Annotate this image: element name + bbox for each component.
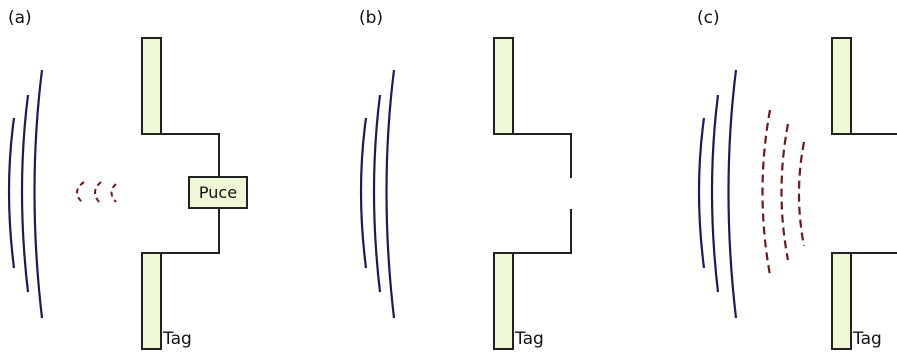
antenna-lower-arm [141,252,162,350]
incident-wave-3 [727,69,738,319]
panel-a [7,37,220,350]
incident-wave-1 [697,117,706,269]
antenna-upper-arm [141,37,162,135]
incident-waves-b [359,69,396,319]
incident-waves-c [697,69,738,319]
tag-antenna-b [493,37,572,350]
incident-wave-2 [20,94,30,293]
antenna-lower-arm [831,252,852,350]
incident-wave-3 [385,69,396,319]
chip-label: Puce [198,183,238,202]
panel-c [697,37,897,350]
chip-puce: Puce [188,176,248,209]
panel-label-c: (c) [697,8,720,28]
incident-wave-2 [372,94,382,293]
panel-label-a: (a) [8,8,32,28]
tag-antenna-a [141,37,220,350]
antenna-lower-arm [493,252,514,350]
lower-feed-line [513,209,572,254]
backscatter-wave-2 [780,123,790,261]
backscatter-wave-1 [76,181,85,205]
antenna-upper-arm [493,37,514,135]
lower-feed-line [161,209,220,254]
tag-label-b: Tag [515,329,544,349]
upper-feed-line [513,133,572,178]
tag-antenna-c [831,37,897,350]
backscatter-waves-a [76,181,117,205]
incident-wave-1 [359,117,368,269]
antenna-upper-arm [831,37,852,135]
panel-label-b: (b) [359,8,384,28]
backscatter-wave-3 [797,141,806,247]
tag-label-c: Tag [853,329,882,349]
incident-wave-2 [710,94,720,293]
upper-feed-line [161,133,220,176]
backscatter-wave-1 [761,109,772,276]
tag-label-a: Tag [163,329,192,349]
backscatter-waves-c [761,109,806,276]
backscatter-wave-3 [110,183,117,203]
incident-wave-1 [7,117,16,269]
incident-waves-a [7,69,44,319]
backscatter-wave-2 [94,181,102,205]
panel-b [359,37,572,350]
incident-wave-3 [33,69,44,319]
